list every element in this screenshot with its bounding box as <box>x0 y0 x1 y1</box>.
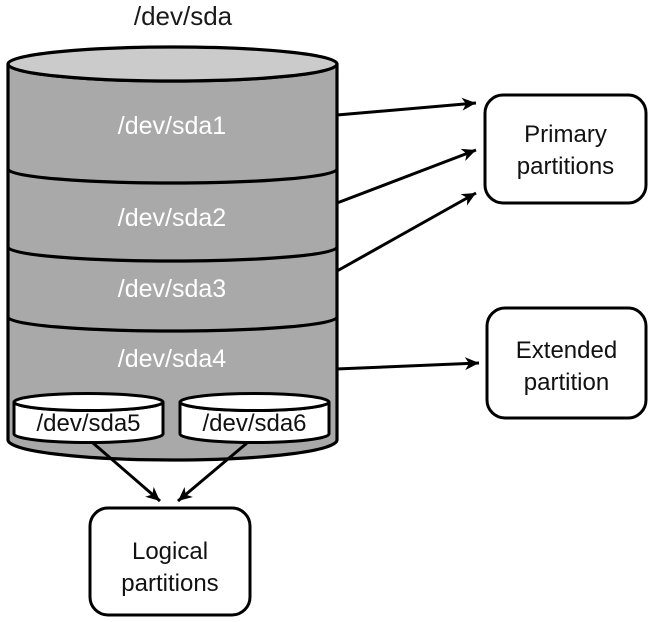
primary-partitions-rect <box>483 93 648 205</box>
disk-top-ellipse <box>6 45 339 83</box>
arrow-sda6-to-logical <box>177 441 248 503</box>
disk-cylinder: /dev/sda1 /dev/sda2 /dev/sda3 /dev/sda4 <box>6 45 339 462</box>
arrow-sda2-to-primary <box>336 148 477 205</box>
logical-partitions-box: Logical partitions <box>88 506 252 617</box>
disk-title: /dev/sda <box>134 1 233 31</box>
logical-partitions-rect <box>88 506 252 617</box>
small-cylinder-top-sda5 <box>12 392 165 412</box>
extended-partition-box: Extended partition <box>485 306 648 420</box>
extended-partition-label-line1: Extended <box>516 337 617 364</box>
extended-partition-label-line2: partition <box>524 369 609 396</box>
partition-label-sda3: /dev/sda3 <box>118 275 226 303</box>
partition-label-sda4: /dev/sda4 <box>118 345 227 373</box>
disk-divider-1 <box>6 168 339 185</box>
partition-label-sda1: /dev/sda1 <box>118 112 226 140</box>
primary-partitions-label-line1: Primary <box>524 121 607 148</box>
primary-partitions-label-line2: partitions <box>517 153 614 180</box>
disk-divider-3 <box>6 316 339 333</box>
partition-label-sda6: /dev/sda6 <box>202 410 306 437</box>
logical-partitions-label-line1: Logical <box>132 538 208 565</box>
logical-disk-sda5: /dev/sda5 <box>12 392 165 444</box>
arrow-sda1-to-primary <box>336 97 477 117</box>
logical-disk-sda6: /dev/sda6 <box>178 392 331 444</box>
arrow-sda5-to-logical <box>92 441 161 503</box>
extended-partition-rect <box>485 306 648 420</box>
primary-partitions-box: Primary partitions <box>483 93 648 205</box>
small-cylinder-top-sda6 <box>178 392 331 412</box>
partition-label-sda5: /dev/sda5 <box>36 410 140 437</box>
disk-divider-2 <box>6 246 339 263</box>
logical-partitions-label-line2: partitions <box>121 570 218 597</box>
arrow-sda4-to-extended <box>335 357 480 371</box>
arrow-sda3-to-primary <box>336 191 477 273</box>
partition-label-sda2: /dev/sda2 <box>118 204 226 232</box>
